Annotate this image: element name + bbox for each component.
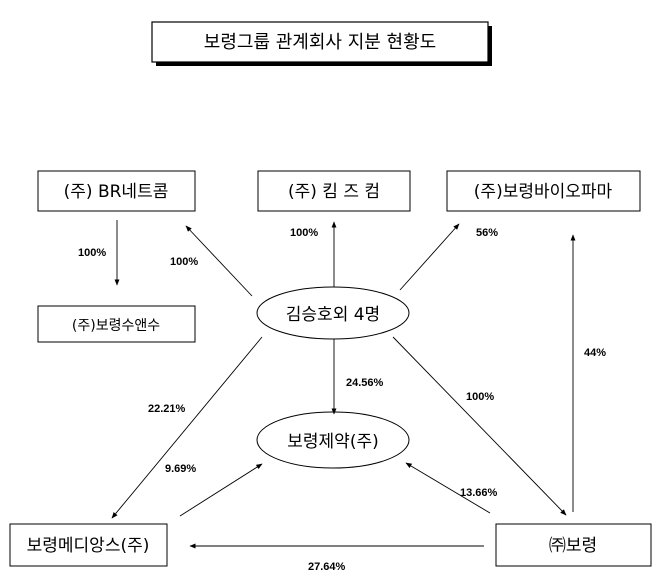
edge-label: 100% (290, 227, 318, 239)
node-label: (주)보령바이오파마 (474, 182, 613, 202)
title-box: 보령그룹 관계회사 지분 현황도 (151, 21, 492, 66)
edge-label: 100% (466, 391, 494, 403)
node-label: 김승호외 4명 (286, 305, 380, 325)
node-label: ㈜보령 (549, 536, 597, 556)
node-medience: 보령메디앙스(주) (9, 523, 168, 567)
node-label: (주) 킴 즈 컴 (288, 182, 380, 202)
arrow-kim-to-br (185, 225, 253, 297)
node-br-netcom: (주) BR네트콤 (37, 170, 196, 212)
edge-label: 13.66% (460, 487, 498, 499)
arrow-medience-to-pharm (179, 463, 263, 517)
edge-label: 100% (170, 256, 198, 268)
edge-label: 44% (584, 347, 606, 359)
arrow-kim-to-biopharma (399, 223, 460, 291)
edge-label: 56% (476, 227, 498, 239)
arrow-kim-to-medience (111, 336, 263, 519)
node-label: 보령제약(주) (287, 432, 378, 452)
node-boryung-pharm: 보령제약(주) (256, 411, 410, 469)
node-label: 보령메디앙스(주) (27, 536, 150, 556)
edge-label: 100% (78, 247, 106, 259)
node-suensu: (주)보령수앤수 (37, 305, 196, 343)
edge-label: 24.56% (346, 377, 384, 389)
node-biopharma: (주)보령바이오파마 (446, 170, 641, 212)
edge-label: 22.21% (148, 403, 186, 415)
node-kim-seungho: 김승호외 4명 (256, 286, 410, 340)
node-boryung: ㈜보령 (495, 523, 652, 567)
arrow-kim-to-boryung (392, 336, 567, 516)
node-label: (주)보령수앤수 (72, 318, 160, 334)
diagram-title: 보령그룹 관계회사 지분 현황도 (204, 32, 436, 53)
arrow-boryung-to-pharm (405, 462, 491, 514)
edge-label: 27.64% (308, 561, 346, 573)
edge-label: 9.69% (165, 463, 196, 475)
node-kims-com: (주) 킴 즈 컴 (257, 170, 411, 212)
node-label: (주) BR네트콤 (64, 182, 169, 202)
